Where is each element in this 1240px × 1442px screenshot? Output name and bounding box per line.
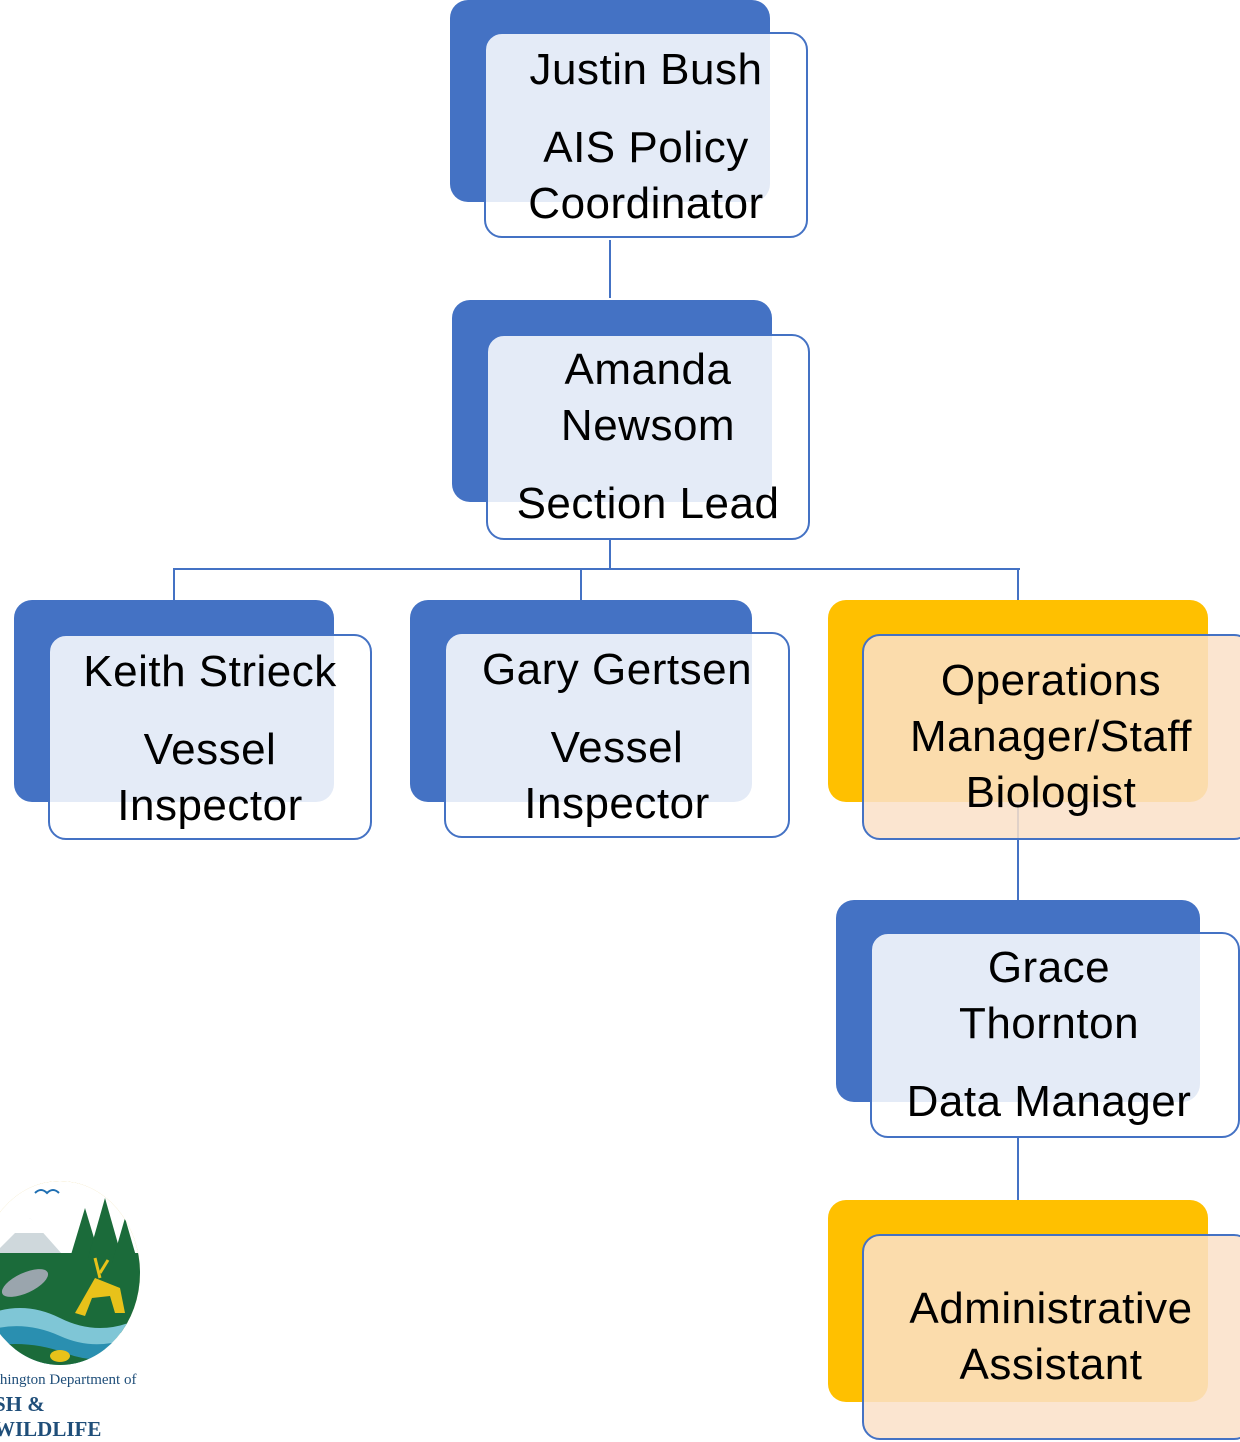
node-label-box: Keith Strieck Vessel Inspector [48,634,372,840]
node-title-line2: Assistant [959,1340,1143,1389]
node-name-line2: Thornton [958,998,1140,1048]
logo-agency-line1: shington Department of [0,1372,137,1388]
logo-agency-line2: SH & WILDLIFE [0,1392,102,1441]
wdfw-logo: shington Department of SH & WILDLIFE [0,1178,160,1441]
node-title-line1: Operations [940,655,1162,705]
node-name: Justin Bush [529,44,763,94]
node-label-box: Administrative Assistant [862,1234,1240,1440]
node-name: Keith Strieck [83,646,337,696]
node-title: Section Lead [516,479,780,529]
node-title-line2: Inspector [524,779,710,829]
connector-justin-amanda [609,240,611,298]
node-label-box: Grace Thornton Data Manager [870,932,1240,1138]
connector-amanda-bus [609,540,611,570]
node-title-line1: AIS Policy [543,122,749,172]
node-title-line2: Coordinator [528,179,764,229]
connector-grace-admin [1017,1138,1019,1200]
node-title: Data Manager [906,1077,1192,1127]
node-name: Gary Gertsen [481,644,753,694]
node-title-line3: Biologist [965,768,1137,818]
connector-bus-gary [580,568,582,600]
node-label-box: Gary Gertsen Vessel Inspector [444,632,790,838]
wdfw-emblem-icon [0,1181,140,1365]
node-name-line1: Amanda [564,344,732,394]
node-label-box: Justin Bush AIS Policy Coordinator [484,32,808,238]
node-label-box: Operations Manager/Staff Biologist [862,634,1240,840]
node-title-line1: Administrative [909,1283,1193,1333]
connector-horizontal-bus [173,568,1020,570]
connector-bus-keith [173,568,175,600]
connector-ops-grace [1017,806,1019,902]
node-name-line1: Grace [987,942,1111,992]
node-name-line2: Newsom [560,400,736,450]
node-title-line1: Vessel [143,724,277,774]
node-label-box: Amanda Newsom Section Lead [486,334,810,540]
node-title-line2: Inspector [117,781,303,831]
node-title-line1: Vessel [550,722,684,772]
node-title-line2: Manager/Staff [909,711,1193,761]
connector-bus-ops [1017,568,1019,600]
